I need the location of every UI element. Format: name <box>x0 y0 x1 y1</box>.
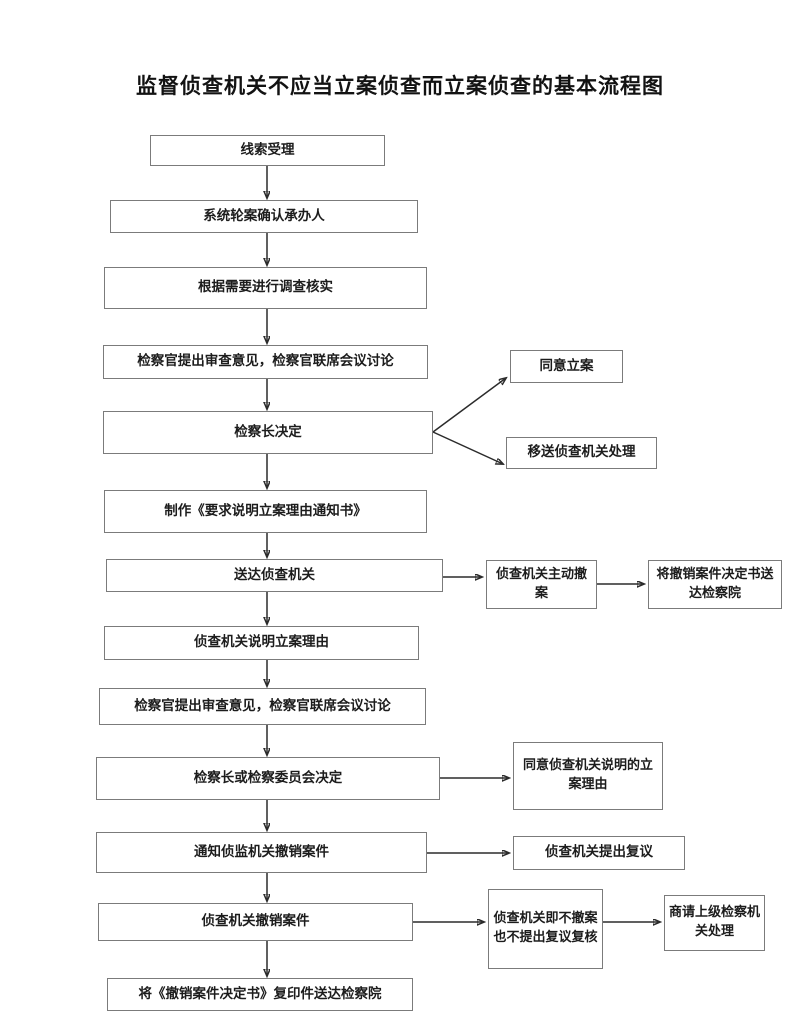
node-notify-organ-to-withdraw[interactable]: 通知侦监机关撤销案件 <box>96 832 427 873</box>
node-organ-withdraws-voluntarily[interactable]: 侦查机关主动撤案 <box>486 560 597 609</box>
node-organ-requests-reconsideration[interactable]: 侦查机关提出复议 <box>513 836 685 870</box>
node-transfer-to-investigating-organ[interactable]: 移送侦查机关处理 <box>506 437 657 469</box>
node-agree-to-file-case[interactable]: 同意立案 <box>510 350 623 383</box>
edge-n5-n6 <box>432 378 506 433</box>
node-organ-neither-withdraws-nor-reconsiders[interactable]: 侦查机关即不撤案也不提出复议复核 <box>488 889 603 969</box>
node-line-intake[interactable]: 线索受理 <box>150 135 385 166</box>
node-serve-investigating-organ[interactable]: 送达侦查机关 <box>106 559 443 592</box>
node-chief-prosecutor-decision[interactable]: 检察长决定 <box>103 411 433 454</box>
node-chief-or-committee-decision[interactable]: 检察长或检察委员会决定 <box>96 757 440 800</box>
node-system-assign-handler[interactable]: 系统轮案确认承办人 <box>110 200 418 233</box>
node-organ-withdraws-case[interactable]: 侦查机关撤销案件 <box>98 903 413 941</box>
node-organ-explains-reason[interactable]: 侦查机关说明立案理由 <box>104 626 419 660</box>
node-produce-notice-document[interactable]: 制作《要求说明立案理由通知书》 <box>104 490 427 533</box>
node-request-higher-procuratorate[interactable]: 商请上级检察机关处理 <box>664 895 765 951</box>
node-prosecutor-review-2[interactable]: 检察官提出审查意见，检察官联席会议讨论 <box>99 688 426 725</box>
page-title: 监督侦查机关不应当立案侦查而立案侦查的基本流程图 <box>136 73 664 98</box>
node-agree-with-organ-reason[interactable]: 同意侦查机关说明的立案理由 <box>513 742 663 810</box>
node-send-withdrawal-copy-to-procuratorate[interactable]: 将《撤销案件决定书》复印件送达检察院 <box>107 978 413 1011</box>
node-send-withdrawal-decision-to-procuratorate[interactable]: 将撤销案件决定书送达检察院 <box>648 560 782 609</box>
node-investigate-verify[interactable]: 根据需要进行调查核实 <box>104 267 427 309</box>
node-prosecutor-review-1[interactable]: 检察官提出审查意见，检察官联席会议讨论 <box>103 345 428 379</box>
edge-n5-n7 <box>432 431 503 464</box>
